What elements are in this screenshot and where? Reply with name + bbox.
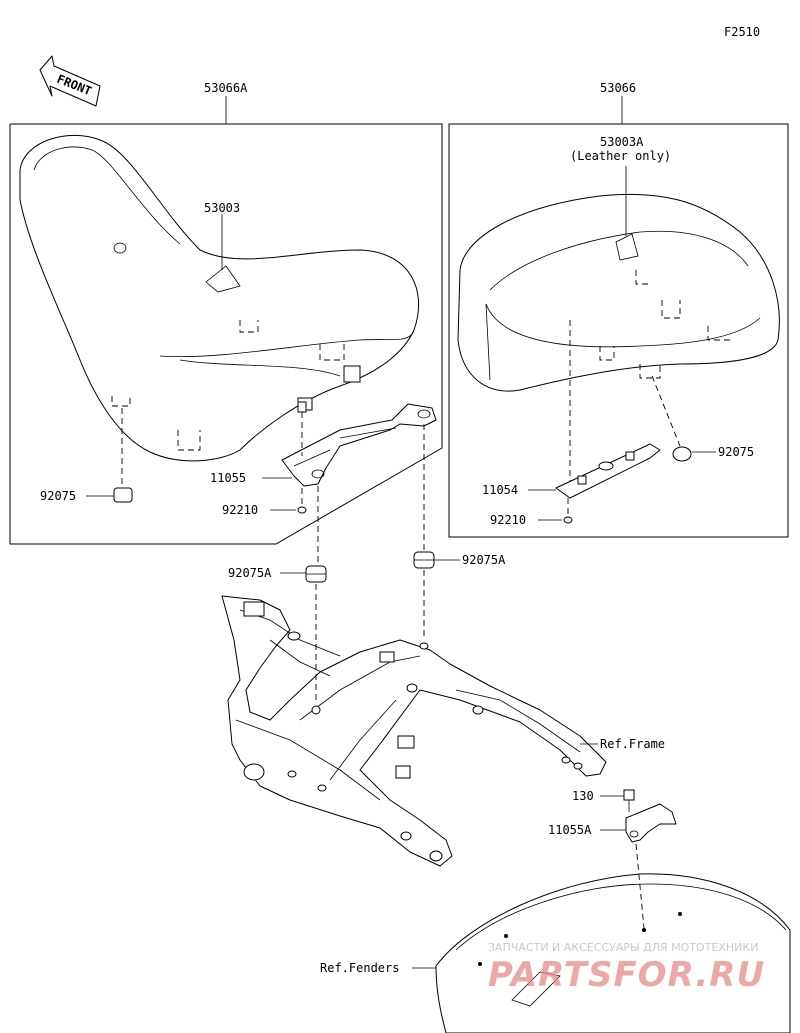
- label-53003: 53003: [204, 201, 240, 215]
- nut-92210-right-icon: [563, 498, 573, 524]
- label-53003A: 53003A: [600, 135, 644, 149]
- label-92075-left: 92075: [40, 489, 76, 503]
- damper-92075A-right-icon: [413, 424, 435, 640]
- label-92210-left: 92210: [222, 503, 258, 517]
- label-92075-right: 92075: [718, 445, 754, 459]
- seat-assembly-right-group: 53066 53003A (Leather only) 11054: [448, 81, 789, 538]
- label-53003A-note: (Leather only): [570, 149, 671, 163]
- label-11055A: 11055A: [548, 823, 592, 837]
- bolt-130-icon: [623, 789, 635, 812]
- front-arrow-icon: FRONT: [39, 55, 101, 107]
- label-11055: 11055: [210, 471, 246, 485]
- damper-92075-left-icon: [113, 408, 133, 503]
- ref-frame: Ref.Frame: [600, 737, 665, 751]
- bracket-11054-icon: [555, 443, 661, 499]
- front-arrow-label: FRONT: [55, 72, 94, 99]
- nut-92210-left-icon: [297, 488, 307, 514]
- ref-fenders: Ref.Fenders: [320, 961, 399, 975]
- figure-code: F2510: [724, 25, 760, 39]
- label-130: 130: [572, 789, 594, 803]
- dual-seat-icon: [19, 134, 419, 462]
- label-53066: 53066: [600, 81, 636, 95]
- watermark-tagline: ЗАПЧАСТИ И АКСЕССУАРЫ ДЛЯ МОТОТЕХНИКИ: [488, 941, 758, 954]
- label-92210-right: 92210: [490, 513, 526, 527]
- label-92075A-right: 92075A: [462, 553, 506, 567]
- label-11054: 11054: [482, 483, 518, 497]
- watermark-brand: PARTSFOR.RU: [488, 955, 765, 995]
- fender-icon: [435, 873, 791, 1033]
- bracket-11055A-icon: [625, 803, 677, 929]
- damper-92075-right-icon: [651, 375, 692, 462]
- label-53066A: 53066A: [204, 81, 248, 95]
- damper-92075A-left-icon: [305, 486, 327, 700]
- bracket-11055-icon: [281, 401, 437, 487]
- frame-icon: [221, 595, 607, 867]
- solo-seat-icon: [457, 193, 780, 392]
- seat-assembly-left-group: 53066A 53003 11055: [9, 81, 443, 545]
- label-92075A-left: 92075A: [228, 566, 272, 580]
